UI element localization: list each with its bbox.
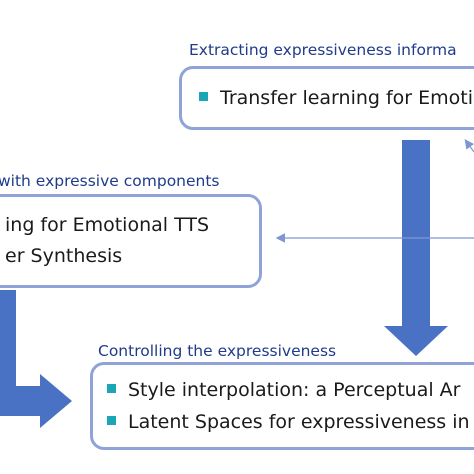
controlling-item-2: Latent Spaces for expressiveness in <box>107 411 470 433</box>
bullet-icon <box>107 416 116 425</box>
l-shaped-arrow <box>0 290 72 428</box>
controlling-item-1: Style interpolation: a Perceptual Ar <box>107 379 460 401</box>
components-item-2: er Synthesis <box>5 245 123 267</box>
bullet-icon <box>199 92 208 101</box>
extracting-caption: Extracting expressiveness informa <box>189 41 457 59</box>
thin-arrow-top-right <box>464 139 474 153</box>
components-box: ing for Emotional TTS er Synthesis <box>0 194 262 288</box>
extracting-item: Transfer learning for Emoti <box>199 87 473 109</box>
bullet-icon <box>107 384 116 393</box>
components-item-1: ing for Emotional TTS <box>5 214 210 236</box>
controlling-caption: Controlling the expressiveness <box>98 342 337 360</box>
extracting-box: Transfer learning for Emoti <box>179 66 474 130</box>
controlling-box: Style interpolation: a Perceptual Ar Lat… <box>90 362 474 450</box>
down-arrow <box>384 140 448 356</box>
components-caption: with expressive components <box>0 172 220 190</box>
